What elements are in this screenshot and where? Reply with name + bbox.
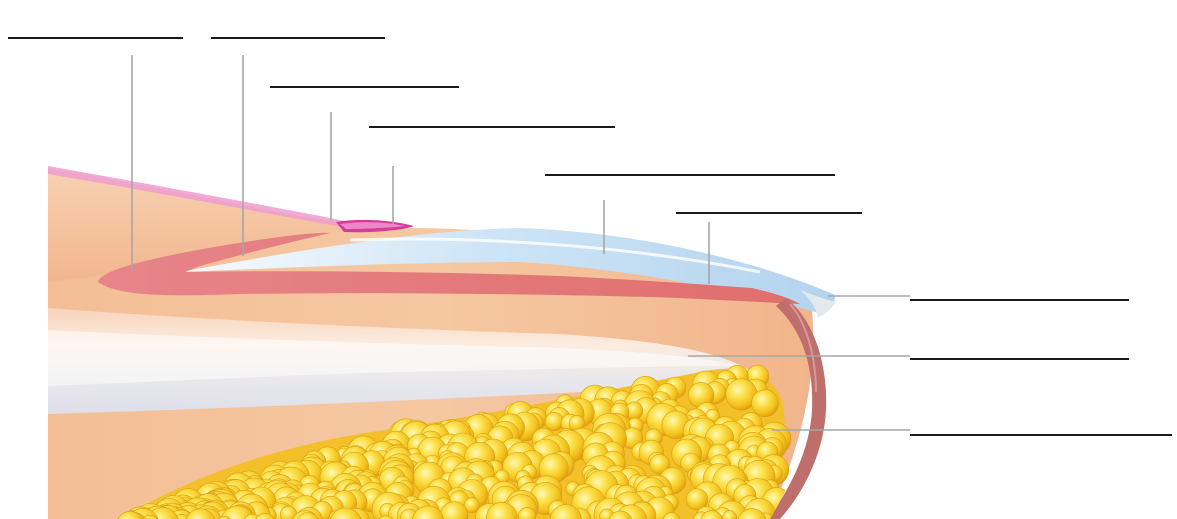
fat-globule [545, 412, 563, 430]
fat-globule [752, 390, 779, 417]
